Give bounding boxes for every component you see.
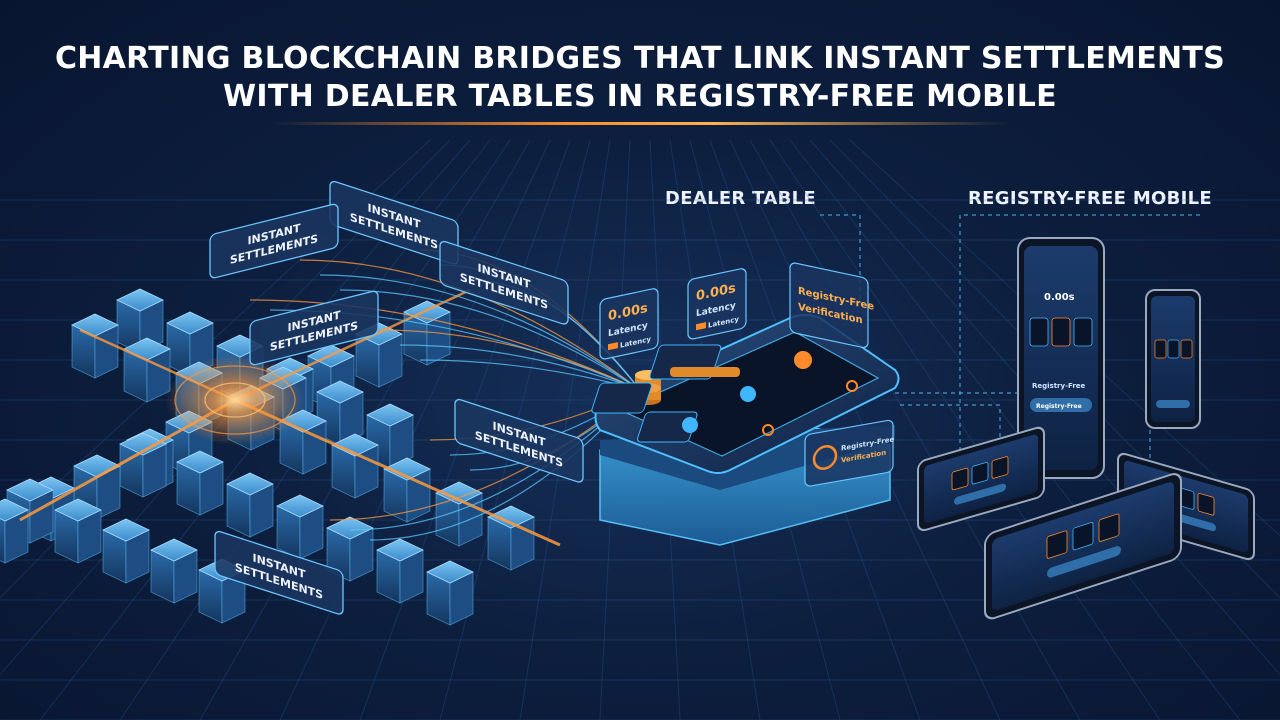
phone-tile-2 (1051, 317, 1071, 347)
shield-badge-icon (812, 445, 838, 470)
fiber-line (319, 274, 641, 391)
phone-large: 0.00s Registry-Free Registry-Free (1017, 237, 1105, 479)
title-line-1: CHARTING BLOCKCHAIN BRIDGES THAT LINK IN… (54, 41, 1226, 76)
tablet-bottom-button (1047, 546, 1121, 578)
chain-block (331, 433, 379, 499)
connector-dealer-label (820, 214, 861, 300)
chip-icon-1 (794, 351, 812, 369)
title-line-2: WITH DEALER TABLES IN REGISTRY-FREE MOBI… (223, 79, 1057, 114)
registry-free-mobile-label: REGISTRY-FREE MOBILE (968, 188, 1213, 209)
chain-block (0, 498, 29, 564)
phone-button-label: Registry-Free (1036, 403, 1082, 410)
tablet-left-button (954, 483, 1006, 505)
latency-card-2: 0.00s Latency Latency (687, 268, 747, 340)
chain-block (150, 538, 198, 604)
chain-block (376, 538, 424, 604)
table-knob-1 (846, 380, 858, 392)
tablet-left (917, 426, 1045, 532)
phone-small-button (1156, 400, 1190, 408)
tablet-bottom-tile-1 (1046, 530, 1068, 559)
phone-small-tile-3 (1180, 339, 1193, 359)
chain-block (226, 472, 274, 538)
tablet-left-tile-1 (951, 467, 969, 491)
chain-block (176, 450, 224, 516)
chain-block (383, 457, 431, 523)
verification-card: Registry-Free Verification (789, 262, 874, 349)
latency-bar-icon-2 (696, 322, 706, 331)
page-title: CHARTING BLOCKCHAIN BRIDGES THAT LINK IN… (0, 40, 1280, 116)
settlement-tags: INSTANTSETTLEMENTSINSTANTSETTLEMENTSINST… (209, 180, 584, 615)
orange-beams (19, 288, 561, 547)
phone-button (1030, 398, 1092, 412)
tablet-bottom (984, 472, 1182, 620)
title-underline (270, 122, 1010, 125)
phone-small (1145, 289, 1201, 429)
chain-block (119, 432, 167, 498)
connector-table-to-tablet (900, 404, 1001, 470)
tablet-bottom-tile-2 (1072, 522, 1094, 551)
fiber-line (249, 299, 641, 391)
chain-block (54, 498, 102, 564)
chain-block (276, 494, 324, 560)
table-knob-2 (762, 424, 774, 436)
phone-caption: Registry-Free (1032, 382, 1086, 390)
chip-icon-2 (740, 386, 756, 402)
chain-block (71, 313, 119, 379)
fiber-line (399, 344, 641, 391)
mobile-devices: 0.00s Registry-Free Registry-Free (917, 237, 1255, 620)
dealer-table-label: DEALER TABLE (665, 188, 816, 209)
phone-small-tile-2 (1167, 339, 1180, 359)
tablet-left-tile-2 (971, 462, 989, 485)
chain-block (426, 560, 474, 626)
latency-card-1: 0.00s Latency Latency (599, 288, 659, 360)
tablet-right-tile-3 (1197, 493, 1215, 516)
verification-card-small: Registry-Free Verification (804, 419, 894, 487)
phone-tile-3 (1073, 317, 1093, 347)
phone-small-tile-1 (1154, 339, 1167, 359)
phone-tile-1 (1029, 317, 1049, 347)
chain-block (102, 518, 150, 584)
latency-bar-icon-1 (608, 342, 618, 351)
table-slot-bar (670, 367, 740, 377)
fiber-line (339, 289, 641, 391)
tablet-bottom-tile-3 (1098, 513, 1120, 542)
chain-block (116, 288, 164, 354)
chip-icon-3 (682, 417, 698, 433)
phone-value: 0.00s (1044, 292, 1075, 303)
chip-tile-2 (591, 382, 652, 414)
chain-block (355, 322, 403, 388)
connector-mobile-label (959, 214, 1200, 470)
chain-block (316, 380, 364, 446)
tablet-left-tile-3 (991, 456, 1009, 479)
chain-block (123, 337, 171, 403)
